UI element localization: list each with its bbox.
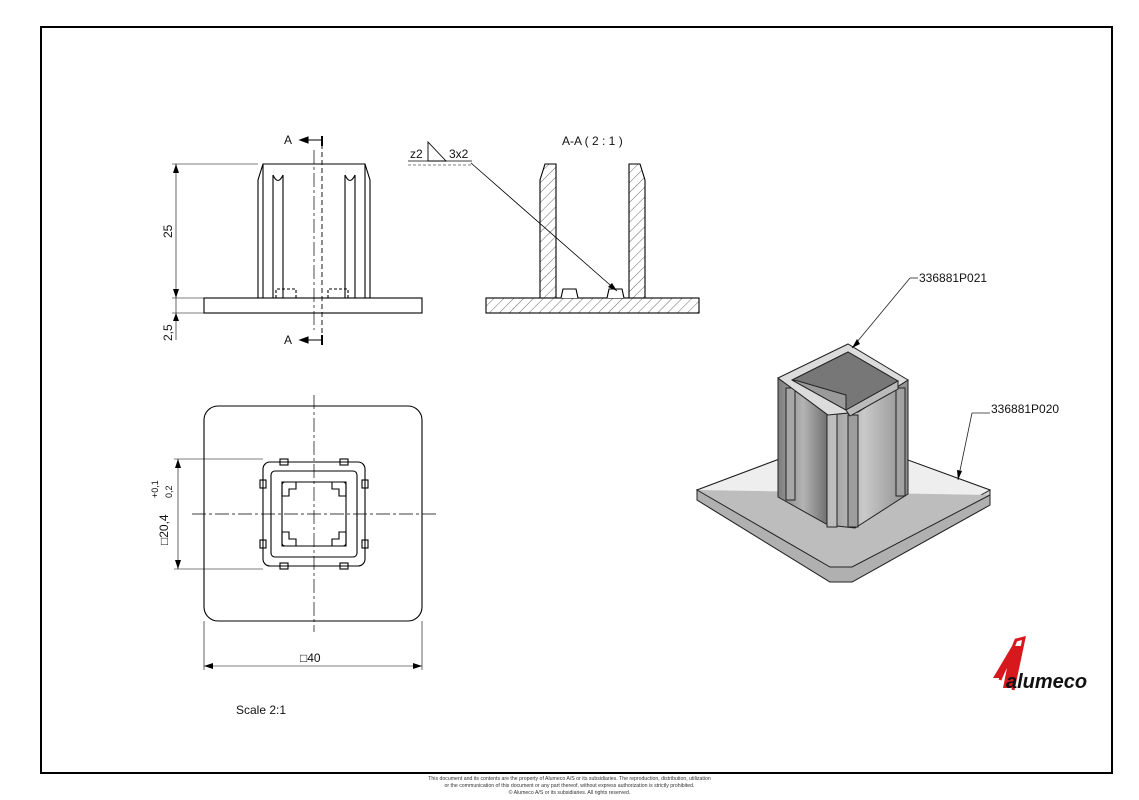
section-marker-bottom: A (284, 333, 292, 347)
section-marker-top: A (284, 133, 292, 147)
front-view (172, 136, 423, 345)
footer-line-3: © Alumeco A/S or its subsidiaries. All r… (508, 790, 631, 796)
weld-size: z2 (410, 147, 423, 161)
footer-line-1: This document and its contents are the p… (428, 776, 711, 782)
dim-height: 25 (161, 224, 175, 238)
part-label-base: 336881P020 (991, 402, 1059, 416)
weld-length: 3x2 (449, 147, 469, 161)
footer-notice: This document and its contents are the p… (0, 776, 1139, 797)
dim-tol-upper: +0,1 (150, 480, 160, 498)
top-view (174, 395, 436, 670)
section-view (408, 140, 700, 314)
isometric-view (695, 277, 992, 583)
sheet-border (40, 26, 1113, 774)
dim-base-width: □40 (300, 651, 321, 665)
dim-tol-lower: 0,2 (164, 485, 174, 498)
alumeco-logo: alumeco (993, 635, 1087, 693)
section-title: A-A ( 2 : 1 ) (562, 134, 623, 148)
dim-base-thickness: 2,5 (161, 324, 175, 341)
scale-text: Scale 2:1 (236, 703, 286, 717)
part-label-insert: 336881P021 (919, 271, 987, 285)
dim-inner-square: □20,4 (157, 514, 171, 545)
logo-text: alumeco (1006, 671, 1087, 693)
footer-line-2: or the communication of this document or… (444, 783, 695, 789)
